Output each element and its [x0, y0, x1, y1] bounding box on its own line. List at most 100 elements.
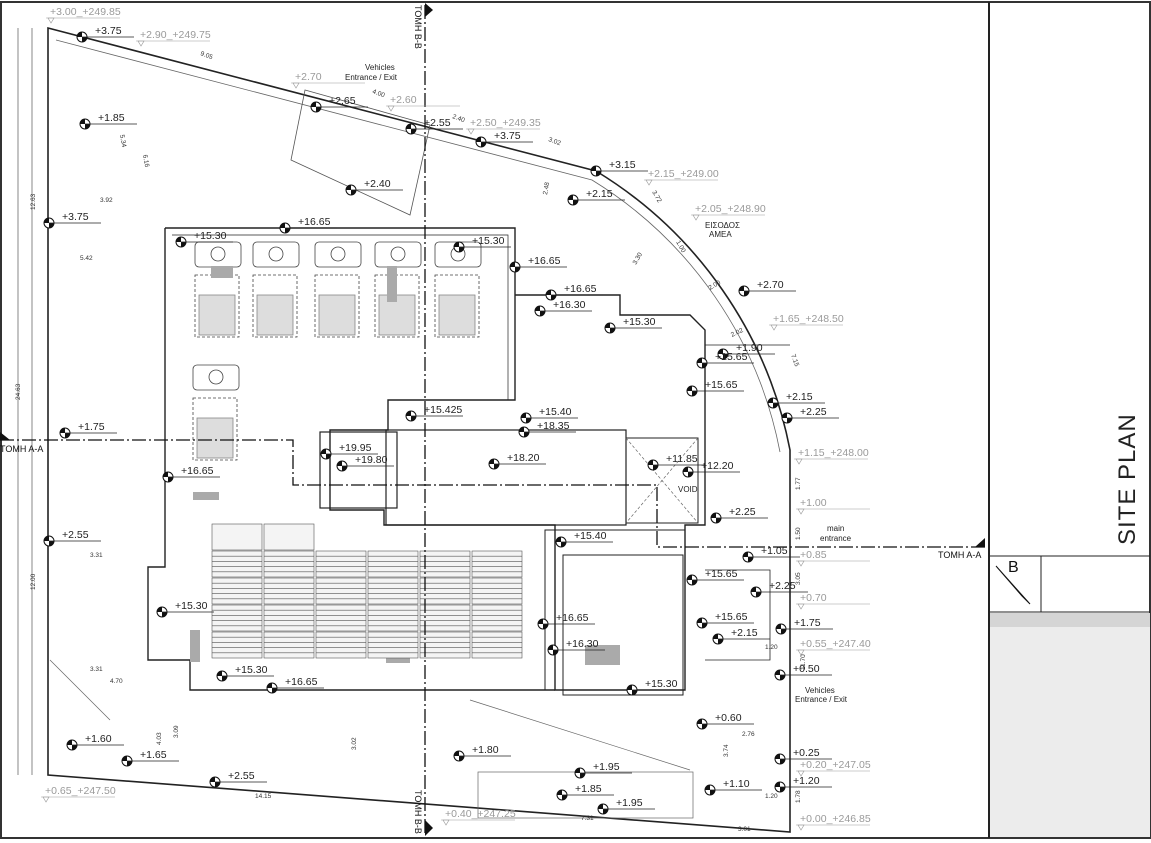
elevation-marker: +15.30	[453, 235, 511, 253]
water-tank-icon	[434, 274, 480, 338]
dimension-label: 4.00	[371, 88, 386, 99]
north-arrow-icon	[995, 565, 1031, 605]
elevation-marker: +0.50	[774, 663, 832, 681]
existing-level-label: +0.70	[800, 592, 827, 604]
elevation-label: +1.75	[78, 421, 105, 433]
elevation-marker: +1.85	[79, 112, 137, 130]
elevation-label: +1.90	[736, 342, 763, 354]
water-tank-icon	[252, 274, 298, 338]
elevation-marker: +16.65	[537, 612, 595, 630]
existing-level-label: +0.00_+246.85	[800, 813, 871, 825]
elevation-marker: +15.30	[604, 316, 662, 334]
elevation-label: +15.30	[175, 600, 208, 612]
title-block: SITE PLAN B	[988, 2, 1150, 838]
vehicles-entrance-bottom-line1: Vehicles	[805, 686, 835, 695]
elevation-marker: +16.30	[547, 638, 605, 656]
level-triangle-icon	[770, 324, 778, 331]
elevation-marker: +16.65	[509, 255, 567, 273]
elevation-marker: +2.55	[405, 117, 463, 135]
elevation-marker: +12.20	[682, 460, 740, 478]
section-a-label-left: ΤΟΜΗ Α-Α	[0, 444, 43, 454]
solar-panel	[211, 631, 263, 659]
disabled-entrance-line2: ΑΜΕΑ	[709, 230, 732, 239]
existing-level: +2.70	[291, 71, 365, 89]
dimension-label: 1.78	[795, 790, 802, 803]
elevation-label: +3.75	[494, 130, 521, 142]
dimension-label: 14.15	[255, 793, 272, 800]
existing-level-label: +2.60	[390, 94, 417, 106]
elevation-label: +15.30	[194, 230, 227, 242]
elevation-label: +2.25	[800, 406, 827, 418]
solar-panel	[419, 550, 471, 578]
section-a-label-right: ΤΟΜΗ Α-Α	[938, 550, 981, 560]
elevation-label: +0.50	[793, 663, 820, 675]
elevation-marker: +2.25	[710, 506, 768, 524]
elevation-label: +12.20	[701, 460, 734, 472]
elevation-marker: +1.95	[597, 797, 655, 815]
dimension-label: 4.03	[156, 732, 163, 745]
elevation-marker: +19.80	[336, 454, 394, 472]
dimension-label: 3.09	[173, 725, 180, 738]
elevation-label: +1.10	[723, 778, 750, 790]
elevation-label: +19.95	[339, 442, 372, 454]
section-b-marker-bottom-icon	[425, 820, 433, 836]
level-triangle-icon	[795, 458, 803, 465]
existing-ground-levels: +3.00_+249.85 +2.90_+249.75 +2.70 +2.60 +2.5…	[41, 6, 871, 831]
dimension-label: 3.05	[795, 572, 802, 585]
water-tank-icon	[192, 397, 238, 461]
elevation-marker: +1.90	[717, 342, 775, 360]
elevation-label: +2.55	[62, 529, 89, 541]
solar-panel	[263, 550, 315, 578]
dimension-label: 3.31	[90, 552, 103, 559]
elevation-label: +15.30	[623, 316, 656, 328]
elevation-label: +1.75	[794, 617, 821, 629]
solar-panel	[263, 577, 315, 605]
elevation-marker: +2.55	[209, 770, 267, 788]
elevation-label: +1.80	[472, 744, 499, 756]
solar-panel	[211, 604, 263, 632]
elevation-label: +19.80	[355, 454, 388, 466]
dimension-label: 12.63	[30, 193, 37, 210]
existing-level-label: +0.85	[800, 549, 827, 561]
solar-panel	[471, 604, 523, 632]
elevation-marker: +3.75	[475, 130, 533, 148]
elevation-label: +15.30	[472, 235, 505, 247]
elevation-marker: +3.75	[76, 25, 134, 43]
level-triangle-icon	[467, 128, 475, 135]
elevation-label: +15.40	[574, 530, 607, 542]
dimension-label: 1.20	[765, 793, 778, 800]
elevation-marker: +16.65	[545, 283, 603, 301]
dimension-label: 4.70	[110, 678, 123, 685]
elevation-label: +2.15	[786, 391, 813, 403]
elevation-marker: +2.15	[567, 188, 625, 206]
level-triangle-icon	[387, 105, 395, 112]
existing-level: +2.15_+249.00	[644, 168, 719, 186]
elevation-label: +2.65	[329, 95, 356, 107]
dimension-label: 3.01	[738, 826, 751, 833]
elevation-marker: +1.20	[774, 775, 832, 793]
hvac-unit-icon	[192, 364, 240, 391]
elevation-label: +15.65	[715, 351, 748, 363]
dimension-label: 3.02	[351, 737, 358, 750]
elevation-label: +15.425	[424, 404, 462, 416]
level-triangle-icon	[42, 796, 50, 803]
elevation-label: +1.20	[793, 775, 820, 787]
elevation-label: +11.85	[666, 453, 698, 465]
existing-level: +0.55_+247.40	[796, 638, 871, 656]
elevation-label: +15.65	[705, 568, 738, 580]
dimension-label: 2.00	[708, 279, 723, 292]
elevation-label: +2.70	[757, 279, 784, 291]
elevation-marker: +1.05	[742, 545, 800, 563]
elevation-marker: +15.40	[555, 530, 613, 548]
elevation-label: +2.15	[586, 188, 613, 200]
existing-level-label: +2.90_+249.75	[140, 29, 211, 41]
elevation-marker: +15.425	[405, 404, 463, 422]
dimension-label: 3.92	[100, 197, 113, 204]
elevation-label: +2.25	[729, 506, 756, 518]
existing-level: +3.00_+249.85	[46, 6, 121, 24]
main-entrance-line2: entrance	[820, 534, 852, 543]
hvac-unit-icon	[194, 241, 242, 268]
elevation-label: +1.85	[575, 783, 602, 795]
solar-panel	[315, 577, 367, 605]
